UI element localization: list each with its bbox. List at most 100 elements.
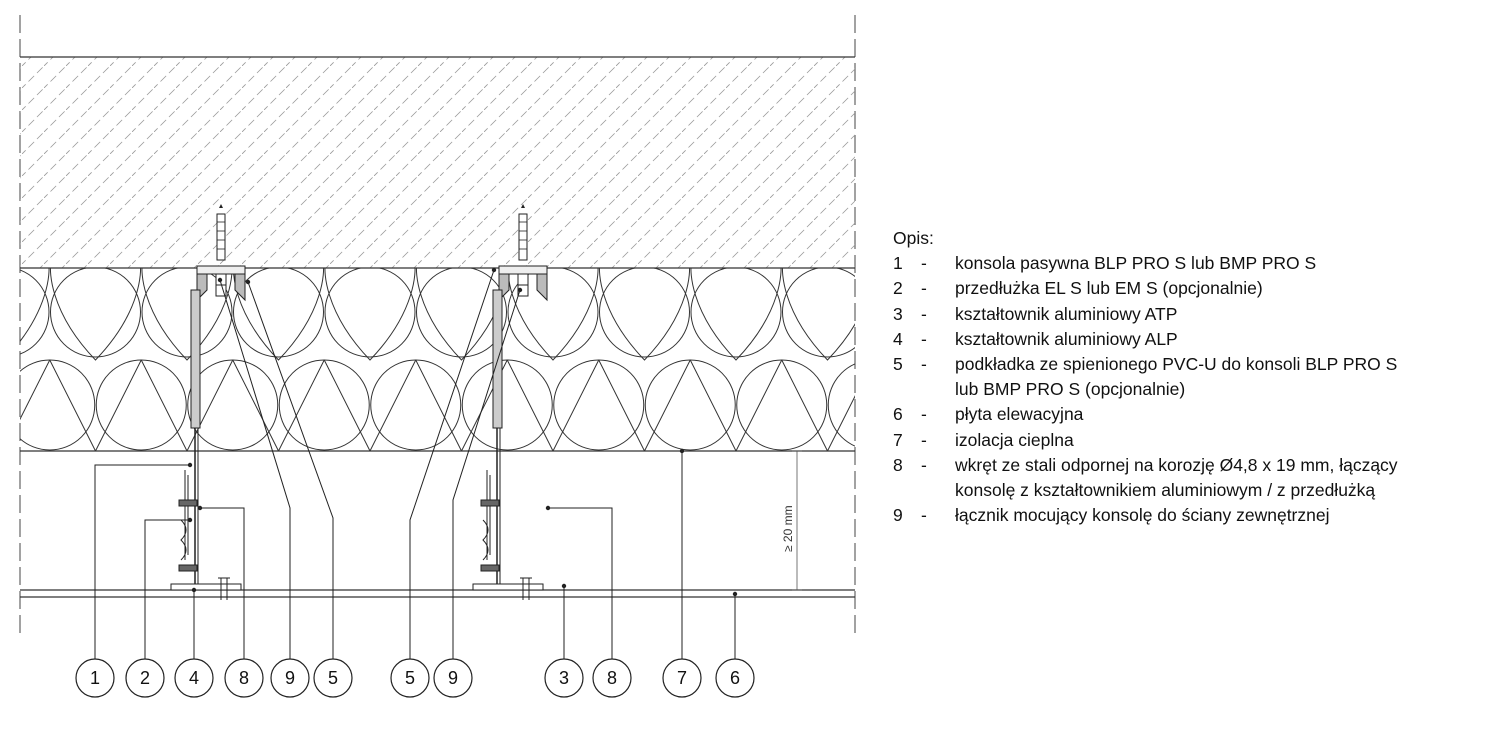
callout-label: 8 [607,668,617,688]
callout-1: 1 [75,658,115,698]
callout-5: 5 [313,658,353,698]
dimension-label: ≥ 20 mm [781,505,795,552]
leader-line [144,519,190,660]
callout-5: 5 [390,658,430,698]
callout-6: 6 [715,658,755,698]
legend-item: 1- konsola pasywna BLP PRO S lub BMP PRO … [893,251,1398,276]
leader-dot [545,505,551,511]
screw [480,499,500,507]
leader-line [200,507,245,660]
legend-item-dash: - [921,328,927,349]
legend-item-dash [921,377,955,402]
callout-2: 2 [125,658,165,698]
legend-item-text: płyta elewacyjna [955,404,1084,425]
callout-8: 8 [224,658,264,698]
leader-line [452,289,521,660]
legend-item-number [893,377,921,402]
legend-item-text: kształtownik aluminiowy ATP [955,303,1178,324]
leader-dot [191,587,197,593]
callout-9: 9 [270,658,310,698]
leader-line [548,507,613,660]
console-leg [190,289,201,429]
leader-dot [679,448,685,454]
legend-item: 4-kształtownik aluminiowy ALP [893,327,1398,352]
anchor-bolt [216,213,226,261]
concrete-wall [20,57,855,268]
callout-4: 4 [174,658,214,698]
callout-label: 1 [90,668,100,688]
callout-label: 9 [285,668,295,688]
leader-dot [217,277,223,283]
legend-item-text: podkładka ze spienionego PVC-U do konsol… [955,354,1398,375]
legend-item: 5- podkładka ze spienionego PVC-U do kons… [893,352,1398,377]
legend-item-number: 1 [893,253,903,274]
callout-label: 6 [730,668,740,688]
legend-item-text: lub BMP PRO S (opcjonalnie) [955,379,1186,400]
callout-label: 3 [559,668,569,688]
profile-foot [472,583,544,591]
section-drawing: ≥ 20 mm 1 2 4 8 9 5 5 9 3 8 7 6 [19,15,856,698]
legend-item-number: 3 [893,303,903,324]
legend-item: 3- kształtownik aluminiowy ATP [893,302,1398,327]
callout-circle [174,658,214,698]
callout-circle [75,658,115,698]
callout-8: 8 [592,658,632,698]
dimension-20mm: ≥ 20 mm [781,450,802,591]
callout-9: 9 [433,658,473,698]
legend-item-text: przedłużka EL S lub EM S (opcjonalnie) [955,278,1263,299]
callout-label: 7 [677,668,687,688]
legend-item-dash: - [921,404,927,425]
legend-item-text: konsola pasywna BLP PRO S lub BMP PRO S [955,253,1317,274]
legend-item-number: 6 [893,404,903,425]
callout-circle [390,658,430,698]
washer-plate [498,265,548,275]
callout-3: 3 [544,658,584,698]
legend-item: 2- przedłużka EL S lub EM S (opcjonalnie) [893,276,1398,301]
legend-item-dash: - [921,303,927,324]
legend-item-dash: - [921,253,927,274]
callout-circle [270,658,310,698]
bracket-assembly-left [170,204,246,600]
callout-circle [662,658,702,698]
callout-circle [433,658,473,698]
legend-item-number [893,478,921,503]
legend-item: 9-łącznik mocujący konsolę do ściany zew… [893,503,1398,528]
leader-dot [187,517,193,523]
legend-item-dash: - [921,354,927,375]
legend-item-number: 5 [893,354,903,375]
leader-dot [197,505,203,511]
callout-label: 5 [328,668,338,688]
leader-line [94,464,190,660]
screw [178,499,198,507]
leader-dot [561,583,567,589]
anchor-bolt [518,213,528,261]
leader-dot [732,591,738,597]
callout-circle [224,658,264,698]
legend-item: 7-izolacja cieplna [893,428,1398,453]
legend-item: lub BMP PRO S (opcjonalnie) [893,377,1398,402]
legend-item-text: łącznik mocujący konsolę do ściany zewnę… [955,505,1330,526]
callout-label: 9 [448,668,458,688]
profile-foot [170,583,242,591]
legend-item-dash [921,478,955,503]
callout-label: 5 [405,668,415,688]
leader-line [247,281,334,660]
callout-circle [544,658,584,698]
legend-item-dash: - [921,505,927,526]
legend-item-number: 2 [893,278,903,299]
leader-dot [245,279,251,285]
leader-dot [491,267,497,273]
legend-item: 6- płyta elewacyjna [893,402,1398,427]
legend-item-dash: - [921,278,927,299]
callout-7: 7 [662,658,702,698]
callout-label: 2 [140,668,150,688]
leader-dot [187,462,193,468]
callout-label: 8 [239,668,249,688]
callout-circle [313,658,353,698]
leader-dot [517,287,523,293]
legend-item: konsolę z kształtownikiem aluminiowym / … [893,478,1398,503]
legend: Opis: 1-konsola pasywna BLP PRO S lub BM… [893,226,1398,528]
legend-item-text: konsolę z kształtownikiem aluminiowym / … [955,480,1376,501]
callout-circle [125,658,165,698]
washer-plate [196,265,246,275]
